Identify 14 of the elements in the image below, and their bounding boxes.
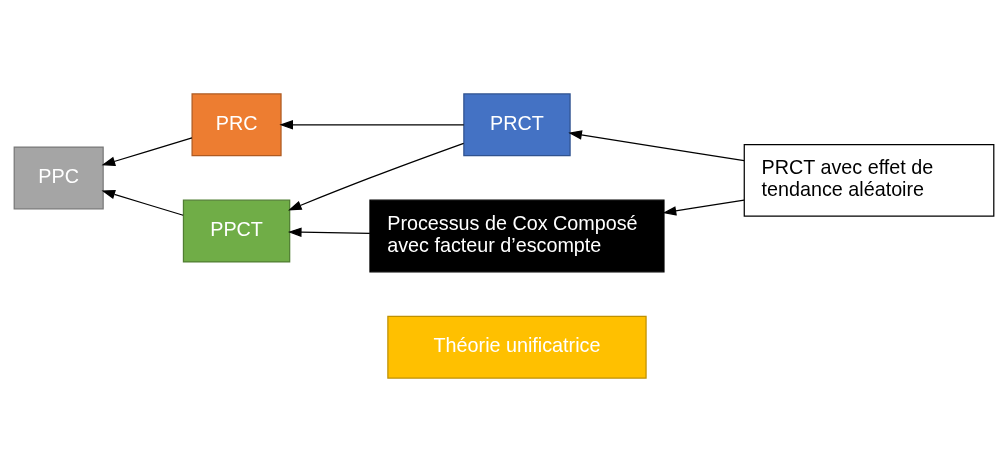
arrow: [101, 136, 193, 166]
node-box: PRCT: [462, 92, 571, 156]
node-box: PRCT avec effet de tendance aléatoire: [743, 143, 994, 217]
arrow: [278, 119, 464, 130]
node-box: Processus de Cox Composé avec facteur d’escompte: [368, 199, 665, 272]
arrow: [567, 129, 745, 161]
arrow: [662, 198, 745, 216]
node-box: PPCT: [182, 199, 290, 263]
node-box: PPC: [13, 145, 104, 209]
node-box: Théorie unificatrice: [386, 315, 647, 379]
node-box: PRC: [190, 92, 282, 156]
arrow: [287, 142, 464, 210]
arrow: [287, 226, 370, 237]
arrow: [101, 189, 184, 216]
